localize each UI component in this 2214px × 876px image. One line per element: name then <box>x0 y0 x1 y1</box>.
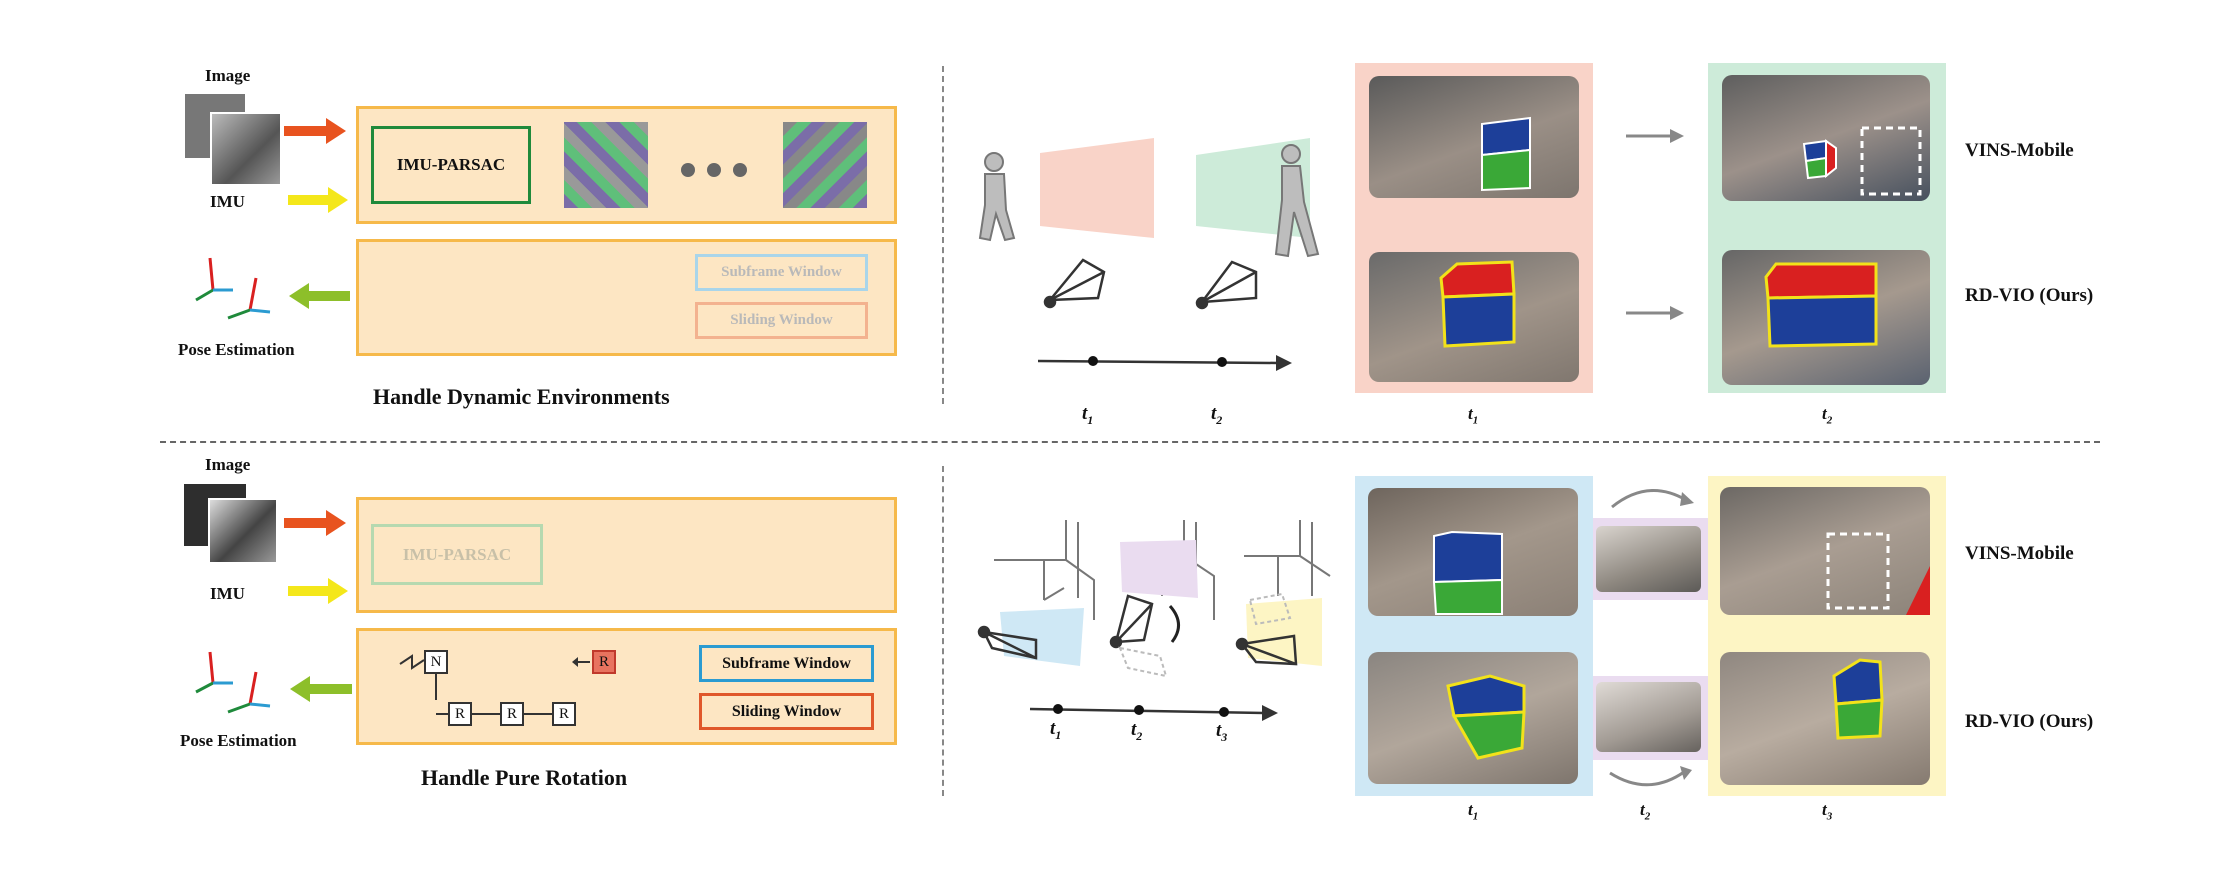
bottom-pose-arrow-head <box>290 676 310 702</box>
bottom-input-frame-front <box>208 498 278 564</box>
bottom-frustum-t1 <box>1000 608 1084 666</box>
graph-node-r3: R <box>552 702 576 726</box>
bottom-transition-arrowhead-bottom <box>1680 766 1692 780</box>
bottom-image-arrow-head <box>326 510 346 536</box>
graph-node-n: N <box>424 650 448 674</box>
room-wireframe <box>994 520 1331 620</box>
image-arrow-head <box>326 118 346 144</box>
top-feature-map-2 <box>783 122 867 208</box>
bottom-camera-t2-ghost <box>1118 646 1168 678</box>
pose-arrow-head <box>289 283 309 309</box>
top-timeline-label-t2: t2 <box>1211 403 1223 427</box>
top-transition-arrowhead-2 <box>1670 306 1684 320</box>
camera-icon-t1 <box>1043 258 1106 309</box>
bottom-imu-parsac-text: IMU-PARSAC <box>402 544 512 564</box>
top-subframe-window-box: Subframe Window <box>695 254 868 291</box>
bottom-caption: Handle Pure Rotation <box>421 765 628 790</box>
bottom-photo-vins-t2 <box>1596 526 1701 592</box>
bottom-subframe-window-box: Subframe Window <box>699 645 874 682</box>
bottom-subframe-window-text: Subframe Window <box>722 654 851 672</box>
pose-axes-icon <box>195 257 271 320</box>
imu-arrow-head <box>328 187 348 213</box>
top-vertical-divider <box>942 66 944 404</box>
bottom-timeline-tick-t3 <box>1219 707 1229 717</box>
bottom-camera-t3-ghost <box>1248 592 1292 626</box>
ellipsis-dot-3 <box>733 163 747 177</box>
top-method-rd-vio: RD-VIO (Ours) <box>1965 285 2094 306</box>
bottom-image-label: Image <box>205 455 251 474</box>
bottom-timeline-tick-t1 <box>1053 704 1063 714</box>
top-photo-label-t2: t2 <box>1822 404 1833 427</box>
graph-node-r1: R <box>448 702 472 726</box>
graph-node-r2: R <box>500 702 524 726</box>
bottom-photo-vins-t3 <box>1720 487 1930 615</box>
bottom-photo-label-t2: t2 <box>1640 800 1651 823</box>
bottom-timeline <box>1029 707 1265 715</box>
person-icon-t2 <box>1274 144 1320 258</box>
top-timeline-label-t1: t1 <box>1082 403 1094 427</box>
bottom-imu-label: IMU <box>210 584 245 603</box>
person-icon-t1 <box>978 152 1016 242</box>
graph-node-r-removed: R <box>592 650 616 674</box>
bottom-photo-rdvio-t2 <box>1596 682 1701 752</box>
ellipsis-dot-1 <box>681 163 695 177</box>
bottom-pose-label: Pose Estimation <box>180 731 297 750</box>
top-transition-arrowhead-1 <box>1670 129 1684 143</box>
bottom-timeline-label-t2: t2 <box>1131 719 1143 743</box>
bottom-frustum-t2 <box>1120 540 1198 598</box>
ellipsis-dot-2 <box>707 163 721 177</box>
top-imu-parsac-text: IMU-PARSAC <box>396 155 506 174</box>
top-pose-label: Pose Estimation <box>178 340 295 359</box>
bottom-timeline-arrowhead <box>1262 705 1278 721</box>
bottom-imu-parsac-box: IMU-PARSAC <box>371 524 543 585</box>
top-imu-label: IMU <box>210 192 245 211</box>
bottom-vertical-divider <box>942 466 944 796</box>
top-image-label: Image <box>205 66 251 85</box>
top-timeline <box>1037 359 1279 365</box>
top-timeline-arrowhead <box>1276 355 1292 371</box>
top-frustum-t1 <box>1040 138 1154 238</box>
bottom-photo-rdvio-t1 <box>1368 652 1578 784</box>
bottom-photo-label-t1: t1 <box>1468 800 1479 823</box>
bottom-transition-arrowhead-top <box>1680 492 1694 506</box>
bottom-camera-t2 <box>1109 594 1154 649</box>
top-timeline-tick-t1 <box>1088 356 1098 366</box>
top-subframe-window-text: Subframe Window <box>721 264 842 280</box>
bottom-photo-label-t3: t3 <box>1822 800 1833 823</box>
bottom-timeline-label-t3: t3 <box>1216 720 1228 744</box>
bottom-frontend-panel <box>356 497 897 613</box>
bottom-method-rd-vio: RD-VIO (Ours) <box>1965 711 2094 732</box>
top-photo-rdvio-t2 <box>1722 250 1930 385</box>
bottom-imu-arrow-head <box>328 578 348 604</box>
top-timeline-tick-t2 <box>1217 357 1227 367</box>
bottom-camera-t3 <box>1235 634 1298 666</box>
camera-icon-t2 <box>1195 260 1258 310</box>
bottom-timeline-label-t1: t1 <box>1050 718 1062 742</box>
bottom-timeline-tick-t2 <box>1134 705 1144 715</box>
top-input-frame-front <box>210 112 282 186</box>
top-photo-vins-t2 <box>1722 75 1930 201</box>
top-method-vins-mobile: VINS-Mobile <box>1965 140 2074 161</box>
bottom-sliding-window-box: Sliding Window <box>699 693 874 730</box>
top-frustum-t2 <box>1196 138 1310 238</box>
bottom-transition-arrow-bottom <box>1609 770 1685 787</box>
bottom-photo-vins-t1 <box>1368 488 1578 616</box>
top-imu-parsac-box: IMU-PARSAC <box>371 126 531 204</box>
top-sliding-window-text: Sliding Window <box>730 312 833 328</box>
top-feature-map-1 <box>564 122 648 208</box>
bottom-sliding-window-text: Sliding Window <box>731 702 842 720</box>
rotation-arrow-t2 <box>1168 605 1180 643</box>
top-photo-label-t1: t1 <box>1468 404 1479 427</box>
horizontal-divider <box>160 441 2100 443</box>
bottom-frustum-t3 <box>1246 598 1322 666</box>
top-caption: Handle Dynamic Environments <box>373 384 670 409</box>
top-photo-rdvio-t1 <box>1369 252 1579 382</box>
bottom-pose-axes-icon <box>195 651 271 714</box>
bottom-method-vins-mobile: VINS-Mobile <box>1965 543 2074 564</box>
top-photo-vins-t1 <box>1369 76 1579 198</box>
top-sliding-window-box: Sliding Window <box>695 302 868 339</box>
bottom-camera-t1 <box>977 625 1038 660</box>
bottom-photo-rdvio-t3 <box>1720 652 1930 785</box>
bottom-transition-arrow-top <box>1611 489 1687 509</box>
